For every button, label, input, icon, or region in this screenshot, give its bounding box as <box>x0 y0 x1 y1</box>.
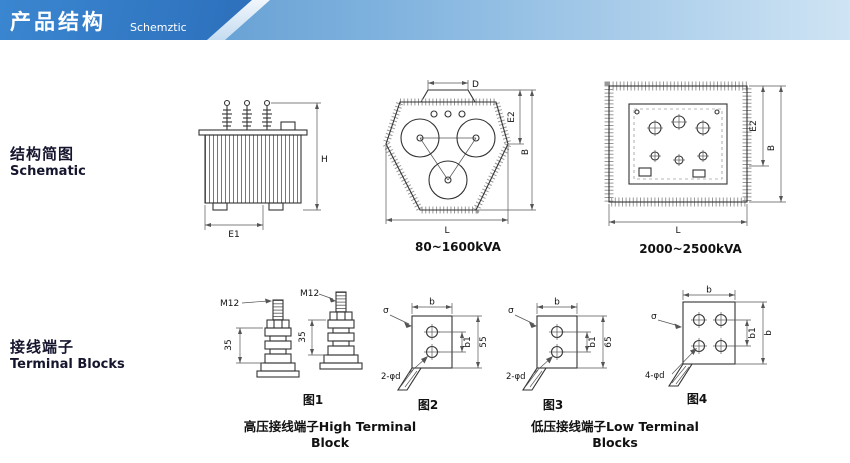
square-tank-fins <box>604 81 752 207</box>
triangular-windings <box>400 110 496 200</box>
bolt-thread-label: M12 <box>220 298 272 309</box>
low-terminal-caption: 低压接线端子Low Terminal Blocks <box>531 419 699 450</box>
tank-body <box>198 121 308 211</box>
dim-b-label: b <box>554 298 560 308</box>
plate <box>521 315 578 391</box>
bolt-thread-label: M12 <box>300 289 336 303</box>
dim-b: b <box>536 298 578 314</box>
dim-b-right: b <box>735 301 774 365</box>
dim-holes: 2-φd <box>506 356 553 382</box>
sigma-label: σ <box>383 306 389 316</box>
triangular-dim-e2: E2 <box>470 89 536 145</box>
holes-label: 2-φd <box>506 372 525 382</box>
plate <box>667 301 736 387</box>
dim-l-label: L <box>444 226 449 236</box>
terminal-plate-fig4-drawing: b σ b1 b 4-φd <box>645 286 774 387</box>
m12-label: M12 <box>220 299 239 309</box>
triangular-tank-outline <box>382 89 512 214</box>
dim-b-top-label: b <box>706 286 712 296</box>
triangular-dim-b: B <box>476 90 536 211</box>
terminal-plate-fig2-drawing: b b1 55 σ 2-φd <box>381 298 489 391</box>
fig2-caption: 图2 <box>417 398 439 412</box>
sigma-label: σ <box>651 312 657 322</box>
dim-b1: b1 <box>729 319 758 347</box>
dim-l-label: L <box>675 226 680 236</box>
header-banner: 产品结构 Schemztic <box>0 0 850 40</box>
dim-b1-label: b1 <box>463 336 473 347</box>
dim-b: b <box>411 298 453 314</box>
square-tank-top-view-drawing: E2 B L <box>604 81 786 236</box>
dim-e2-label: E2 <box>507 111 517 122</box>
dim-55: 55 <box>452 315 489 369</box>
square-tank-components <box>634 109 720 178</box>
schematic-label-en: Schematic <box>10 164 86 179</box>
hv-bolt-drawing-1: M12 35 <box>220 298 300 378</box>
triangular-core-top-view-drawing: D E2 B L <box>382 80 536 236</box>
dim-65: 65 <box>577 315 614 369</box>
holes-label: 4-φd <box>645 371 664 381</box>
section-label-terminals: 接线端子 Terminal Blocks <box>10 336 125 372</box>
dim-b-label: b <box>429 298 435 308</box>
tank-bushings <box>221 99 273 131</box>
terminals-label-cn: 接线端子 <box>10 338 75 356</box>
fig4-caption: 图4 <box>686 392 708 406</box>
dim-b-right-label: b <box>764 330 774 336</box>
terminals-label-en: Terminal Blocks <box>10 357 125 372</box>
square-dim-b: B <box>749 86 786 203</box>
dim-d-label: D <box>472 80 479 90</box>
dim-b1: b1 <box>438 331 473 353</box>
section-label-schematic: 结构简图 Schematic <box>10 143 86 179</box>
sigma-label: σ <box>508 306 514 316</box>
square-dim-l: L <box>608 204 748 236</box>
tank-dim-e1: E1 <box>204 205 264 240</box>
square-dim-e2: E2 <box>749 85 786 167</box>
bolt-height-dim: 35 <box>298 319 326 356</box>
dim-holes: 2-φd <box>381 356 428 382</box>
fig3-caption: 图3 <box>542 398 564 412</box>
high-terminal-caption: 高压接线端子High Terminal Block <box>243 419 417 450</box>
dim-e1-label: E1 <box>228 230 239 240</box>
dim-sigma: σ <box>651 312 682 329</box>
triangular-dim-l: L <box>385 146 509 236</box>
dim-35-label: 35 <box>224 339 234 350</box>
dim-35-label: 35 <box>298 331 308 342</box>
dim-h-label: H <box>321 155 328 165</box>
dim-b-label: B <box>767 145 777 151</box>
dim-sigma: σ <box>508 306 537 328</box>
page-title: 产品结构 <box>10 10 106 34</box>
hv-bolt-drawing-2: M12 35 <box>298 289 363 370</box>
terminal-plate-fig3-drawing: b b1 65 σ 2-φd <box>506 298 614 391</box>
dim-b1-label: b1 <box>748 327 758 338</box>
tank-dim-h: H <box>271 102 328 211</box>
triangular-rating: 80~1600kVA <box>415 240 501 254</box>
dim-holes: 4-φd <box>645 348 697 381</box>
plate <box>396 315 453 391</box>
bolt-body <box>319 291 363 370</box>
square-tank-cover <box>628 103 728 185</box>
dim-b-label: B <box>521 149 531 155</box>
holes-label: 2-φd <box>381 372 400 382</box>
dim-sigma: σ <box>383 306 412 328</box>
page-subtitle: Schemztic <box>130 21 187 34</box>
bolt-body <box>256 299 300 378</box>
dim-b-top: b <box>682 286 736 300</box>
dim-55-label: 55 <box>479 336 489 347</box>
dim-b1: b1 <box>563 331 598 353</box>
square-rating: 2000~2500kVA <box>639 242 742 256</box>
dim-e2-label: E2 <box>749 120 759 131</box>
header-dark-block <box>0 0 252 40</box>
m12-label: M12 <box>300 289 319 299</box>
oil-tank-side-view-drawing: H E1 <box>198 99 328 240</box>
bolt-height-dim: 35 <box>224 327 263 364</box>
fig1-caption: 图1 <box>302 393 324 407</box>
dim-b1-label: b1 <box>588 336 598 347</box>
dim-65-label: 65 <box>604 336 614 347</box>
triangular-dim-d: D <box>427 80 479 90</box>
schematic-label-cn: 结构简图 <box>10 145 75 163</box>
